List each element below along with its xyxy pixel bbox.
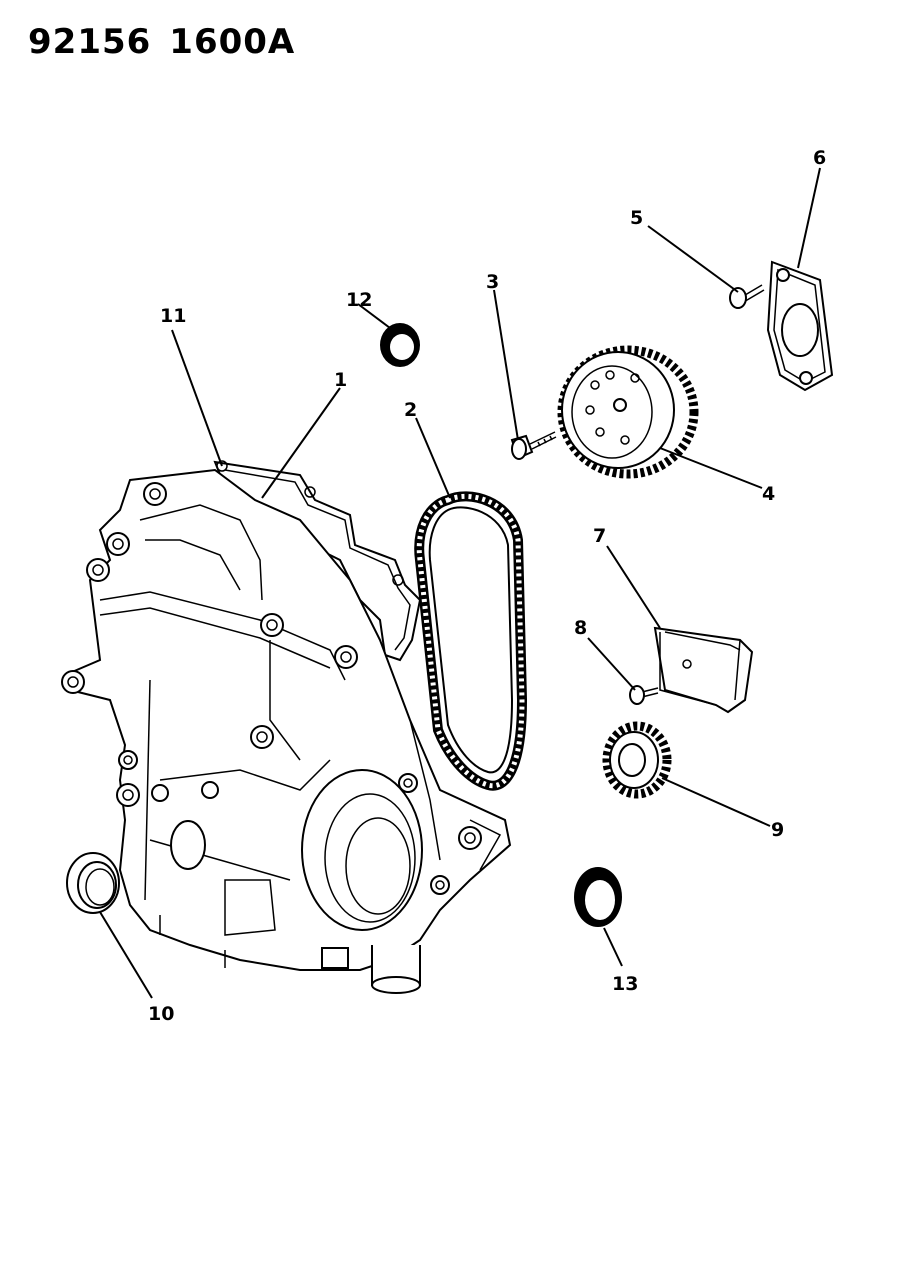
callout-8: 8 bbox=[574, 617, 587, 639]
gasket-bolt bbox=[729, 284, 765, 309]
chain-tensioner bbox=[653, 626, 754, 714]
timing-cover bbox=[61, 468, 512, 994]
diagram-header: 92156 1600A bbox=[28, 22, 313, 62]
callout-13: 13 bbox=[612, 973, 638, 995]
leader-3 bbox=[493, 289, 519, 441]
leader-4 bbox=[659, 447, 763, 489]
crankshaft-sprocket bbox=[602, 721, 672, 799]
leader-9 bbox=[661, 777, 771, 827]
leader-2 bbox=[415, 417, 451, 499]
callout-5: 5 bbox=[630, 207, 643, 229]
leader-6 bbox=[797, 167, 821, 269]
leader-10 bbox=[99, 911, 153, 999]
figure-number: 92156 bbox=[28, 22, 152, 62]
tensioner-bolt bbox=[629, 685, 659, 705]
leader-12 bbox=[357, 303, 391, 329]
camshaft-bolt bbox=[510, 431, 557, 460]
callout-3: 3 bbox=[486, 271, 499, 293]
callout-10: 10 bbox=[148, 1003, 174, 1025]
callout-4: 4 bbox=[762, 483, 775, 505]
callout-9: 9 bbox=[771, 819, 784, 841]
camshaft-sprocket bbox=[557, 345, 699, 479]
callout-11: 11 bbox=[160, 305, 186, 327]
drawing-code: 1600A bbox=[169, 22, 296, 62]
plate-gasket bbox=[766, 260, 834, 392]
callout-7: 7 bbox=[593, 525, 606, 547]
seal-upper bbox=[380, 323, 420, 367]
leader-8 bbox=[587, 637, 636, 691]
callout-2: 2 bbox=[404, 399, 417, 421]
timing-chain bbox=[414, 491, 528, 791]
leader-5 bbox=[647, 225, 739, 293]
leader-7 bbox=[606, 545, 661, 629]
callout-1: 1 bbox=[334, 369, 347, 391]
callout-12: 12 bbox=[346, 289, 372, 311]
leader-11 bbox=[171, 329, 223, 467]
leader-lines bbox=[99, 167, 821, 999]
seal-lower bbox=[574, 867, 622, 927]
oil-seal bbox=[66, 852, 120, 914]
leader-13 bbox=[603, 927, 623, 967]
leader-1 bbox=[261, 387, 341, 499]
callout-6: 6 bbox=[813, 147, 826, 169]
callout-numbers: 1 2 3 4 5 6 7 8 9 10 11 12 13 bbox=[148, 147, 826, 1025]
